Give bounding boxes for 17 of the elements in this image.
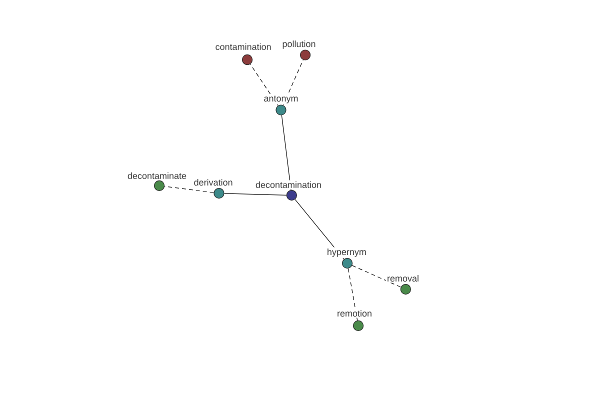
- node-label: derivation: [194, 179, 232, 186]
- node-label: pollution: [282, 40, 316, 49]
- node-label: decontamination: [256, 181, 321, 188]
- node-label: remotion: [338, 310, 372, 317]
- node-label: contamination: [216, 43, 271, 50]
- connector-line: [294, 199, 344, 260]
- node-label: decontaminate: [128, 172, 186, 180]
- node-label: removal: [388, 275, 418, 282]
- connector-line: [164, 186, 214, 193]
- node-label: hypernym: [328, 248, 366, 257]
- connector-line: [282, 60, 304, 106]
- node-label: antonym: [264, 96, 298, 104]
- connector-line: [250, 64, 278, 106]
- connector-line: [281, 114, 292, 190]
- connector-line: [352, 265, 402, 288]
- connector-line: [224, 193, 287, 196]
- connector-line: [348, 268, 358, 321]
